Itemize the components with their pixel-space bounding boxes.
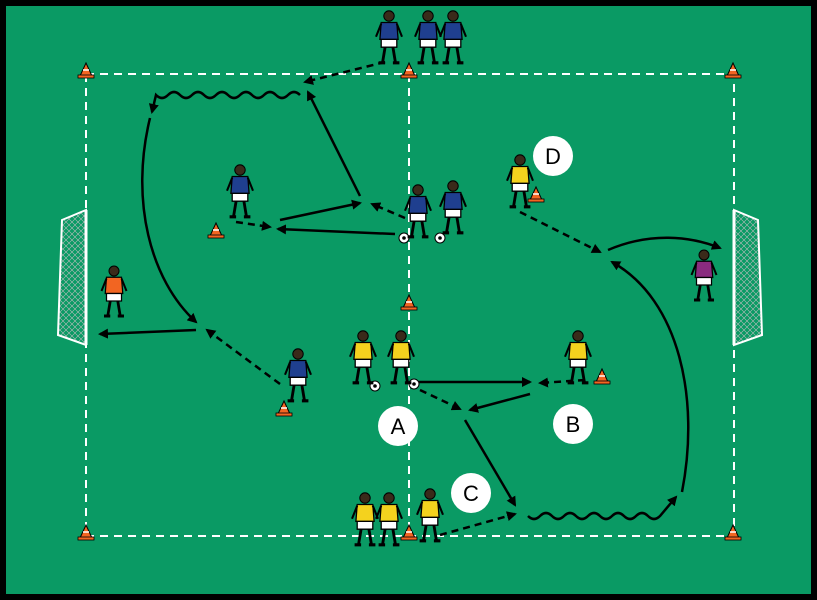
run-arrow xyxy=(463,419,517,507)
cones xyxy=(77,61,742,541)
player-figure-icon xyxy=(404,184,432,239)
player-figure-icon xyxy=(375,492,403,547)
pass-line xyxy=(538,377,586,388)
cone-icon xyxy=(527,185,545,203)
cone-icon xyxy=(77,61,95,79)
cone-icon xyxy=(593,367,611,385)
player-figure-icon xyxy=(506,154,534,209)
cone-icon xyxy=(400,523,418,541)
cone-icon xyxy=(77,523,95,541)
dribble-path xyxy=(527,495,678,521)
svg-text:B: B xyxy=(566,412,581,437)
player-figure-icon xyxy=(387,330,415,385)
ball-icon xyxy=(398,232,410,244)
pass-line xyxy=(519,210,602,254)
pass-line xyxy=(303,60,386,85)
arrows xyxy=(98,60,722,537)
player-figure-icon xyxy=(375,10,403,65)
svg-text:C: C xyxy=(463,481,479,506)
label-a: A xyxy=(378,406,418,446)
pass-line xyxy=(419,388,462,411)
pass-line xyxy=(235,220,272,231)
dribble-path xyxy=(148,90,301,114)
player-figure-icon xyxy=(351,492,379,547)
run-curve xyxy=(141,117,198,324)
pass-arrow xyxy=(279,199,362,222)
goal-left xyxy=(56,208,88,347)
run-curve xyxy=(610,260,690,493)
players xyxy=(100,10,718,547)
cone-icon xyxy=(724,523,742,541)
pass-arrow xyxy=(468,392,531,413)
player-figure-icon xyxy=(284,348,312,403)
player-figure-icon xyxy=(564,330,592,385)
player-figure-icon xyxy=(349,330,377,385)
goal-right xyxy=(732,208,764,347)
player-figure-icon xyxy=(416,488,444,543)
pass-arrow xyxy=(276,224,396,236)
label-d: D xyxy=(533,136,573,176)
cone-icon xyxy=(400,293,418,311)
pass-line xyxy=(370,202,406,220)
label-c: C xyxy=(451,473,491,513)
svg-text:A: A xyxy=(391,414,406,439)
cone-icon xyxy=(724,61,742,79)
player-figure-icon xyxy=(690,249,718,302)
pass-line xyxy=(205,328,281,386)
shot-arrow xyxy=(98,328,197,339)
cone-icon xyxy=(207,221,225,239)
player-figure-icon xyxy=(100,265,128,318)
ball-icon xyxy=(434,232,446,244)
player-figure-icon xyxy=(226,164,254,219)
label-b: B xyxy=(553,404,593,444)
run-arrow xyxy=(306,90,362,197)
player-figure-icon xyxy=(439,10,467,65)
cone-icon xyxy=(400,61,418,79)
pass-line xyxy=(439,511,517,537)
player-figure-icon xyxy=(439,180,467,235)
cone-icon xyxy=(275,399,293,417)
svg-text:D: D xyxy=(545,144,561,169)
shot-curve xyxy=(607,236,722,252)
